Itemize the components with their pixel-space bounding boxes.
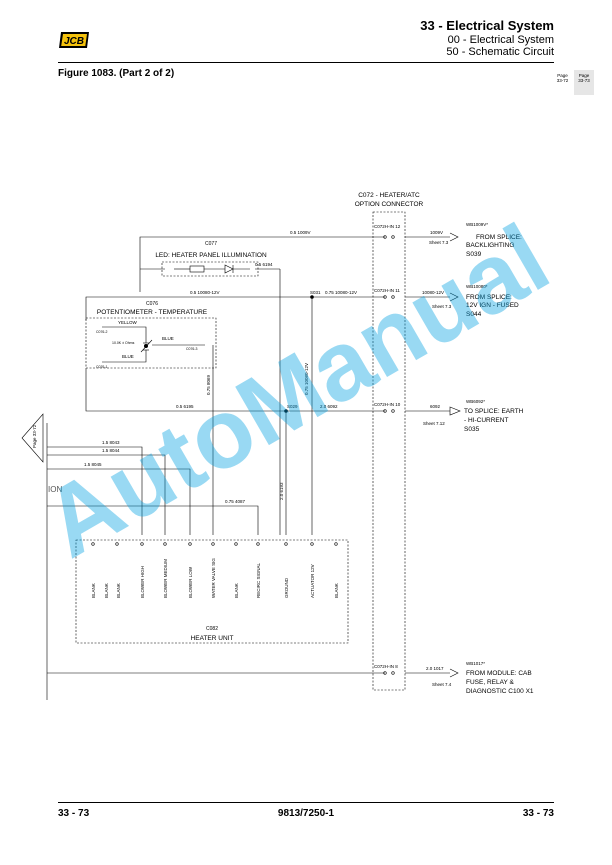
wire-label: 0.5 6195 [176, 404, 194, 409]
svg-text:BLANK: BLANK [334, 583, 339, 598]
r1-tag: 1009V [430, 230, 443, 235]
pot-box [85, 317, 217, 369]
wire-label: 2.0 6193 [279, 482, 284, 500]
wire-label: 0.75 10080-12V [304, 363, 309, 395]
r2-tag: 10080-12V [422, 290, 444, 295]
pot-pin: C076-2 [96, 330, 108, 334]
footer-rule [58, 802, 554, 803]
wire-label: 0.75 10080-12V [325, 290, 357, 295]
r3-tag: 6092 [430, 404, 441, 409]
pot-resistance: 10.0K ± Ohms [112, 341, 135, 345]
heater-label: HEATER UNIT [191, 635, 234, 642]
r3-text-3: S035 [464, 426, 480, 433]
wire-label: 0.5 10080-12V [190, 290, 220, 295]
r4-sheet: Sheet 7.4 [432, 682, 452, 687]
r3-text-2: - HI-CURRENT [464, 417, 508, 424]
heater-pin-labels: BLANK BLANK BLANK BLOWER HIGH BLOWER MED… [91, 558, 339, 598]
svg-text:RECIRC SIGNAL: RECIRC SIGNAL [256, 562, 261, 598]
wire-label: 0.5 6194 [255, 262, 273, 267]
connector-title: C072 - HEATER/ATC [358, 192, 420, 199]
connector-subtitle: OPTION CONNECTOR [355, 201, 424, 208]
wire-label: 1.5 8045 [84, 462, 102, 467]
pot-wiper [144, 344, 148, 348]
svg-text:ACTUATOR 12V: ACTUATOR 12V [310, 564, 315, 598]
pot-label: POTENTIOMETER - TEMPERATURE [97, 309, 208, 316]
pot-blue-a: BLUE [162, 336, 174, 341]
wire-label: 1.5 8043 [102, 440, 120, 445]
svg-text:BLOWER MEDIUM: BLOWER MEDIUM [163, 559, 168, 598]
r4-text-3: DIAGNOSTIC C100 X1 [466, 688, 534, 695]
header-rule [58, 62, 554, 63]
wire-label: 0.5 1009V [290, 230, 311, 235]
pot-blue-b: BLUE [122, 354, 134, 359]
svg-text:BLANK: BLANK [116, 583, 121, 598]
wire-label: 2.0 1017 [426, 666, 444, 671]
svg-text:JCB: JCB [64, 36, 84, 47]
svg-text:GROUND: GROUND [284, 577, 289, 598]
r4-text-2: FUSE, RELAY & [466, 679, 514, 686]
junction-s031 [310, 295, 314, 299]
junction-s029 [284, 409, 288, 413]
pin-label: C072H-IN 8 [374, 664, 398, 669]
heater-ref: C082 [206, 626, 218, 632]
splice-label: S031 [310, 290, 321, 295]
pin-label: C072H-IN 11 [374, 288, 400, 293]
section-title: 33 - Electrical System [420, 18, 554, 33]
r4-text-1: FROM MODULE: CAB [466, 670, 532, 677]
r3-sheet: Sheet 7.12 [423, 421, 445, 426]
led-ref: C077 [205, 241, 217, 247]
svg-text:BLOWER LOW: BLOWER LOW [188, 566, 193, 598]
splice-label: S029 [287, 404, 298, 409]
r3-text-1: TO SPLICE: EARTH [464, 408, 524, 415]
footer-page-left: 33 - 73 [58, 808, 90, 819]
r2-text-1: FROM SPLICE: [466, 294, 512, 301]
footer-page-right: 33 - 73 [522, 808, 554, 819]
pin-label: C072H-IN 12 [374, 224, 401, 229]
pot-pin: C076-1 [96, 365, 108, 369]
svg-text:BLANK: BLANK [104, 583, 109, 598]
pot-yellow: YELLOW [118, 320, 138, 325]
connector-c072 [372, 211, 406, 691]
wire-label: 2.0 6092 [320, 404, 338, 409]
pin-label: C072H-IN 10 [374, 402, 401, 407]
svg-text:BLANK: BLANK [91, 583, 96, 598]
heater-box [75, 539, 349, 644]
jcb-logo: JCB [58, 30, 89, 50]
truncated-label: ION [48, 485, 62, 494]
r1-text-1: FROM SPLICE: [476, 234, 522, 241]
r1-ref: WB1009V* [466, 222, 488, 227]
wire-label: 0.75 8069 [206, 374, 211, 395]
led-label: LED: HEATER PANEL ILLUMINATION [155, 252, 267, 259]
svg-text:WATER VALVE SIG: WATER VALVE SIG [211, 558, 216, 598]
r3-ref: WB6092* [466, 399, 485, 404]
r2-text-2: 12V IGN - FUSED [466, 302, 519, 309]
r2-ref: WB10080* [466, 284, 488, 289]
subsection-title-2: 50 - Schematic Circuit [446, 46, 554, 58]
wire-label: 1.5 8044 [102, 448, 120, 453]
r1-text-3: S039 [466, 251, 482, 258]
svg-text:BLANK: BLANK [234, 583, 239, 598]
svg-text:AutoManual: AutoManual [26, 203, 567, 579]
left-page-ref: Page 33-72 [32, 424, 37, 448]
r2-sheet: Sheet 7.3 [432, 304, 452, 309]
figure-title: Figure 1083. (Part 2 of 2) [58, 68, 175, 79]
pot-ref: C076 [146, 301, 158, 307]
r1-sheet: Sheet 7.3 [429, 240, 449, 245]
r2-text-3: S044 [466, 311, 482, 318]
footer-doc-number: 9813/7250-1 [277, 808, 335, 819]
wire-label: 0.75 4087 [225, 499, 246, 504]
svg-text:BLOWER HIGH: BLOWER HIGH [140, 566, 145, 598]
r1-text-2: BACKLIGHTING [466, 242, 514, 249]
subsection-title: 00 - Electrical System [447, 34, 554, 46]
r4-ref: WB1017* [466, 661, 485, 666]
pot-pin: C076-3 [186, 347, 198, 351]
